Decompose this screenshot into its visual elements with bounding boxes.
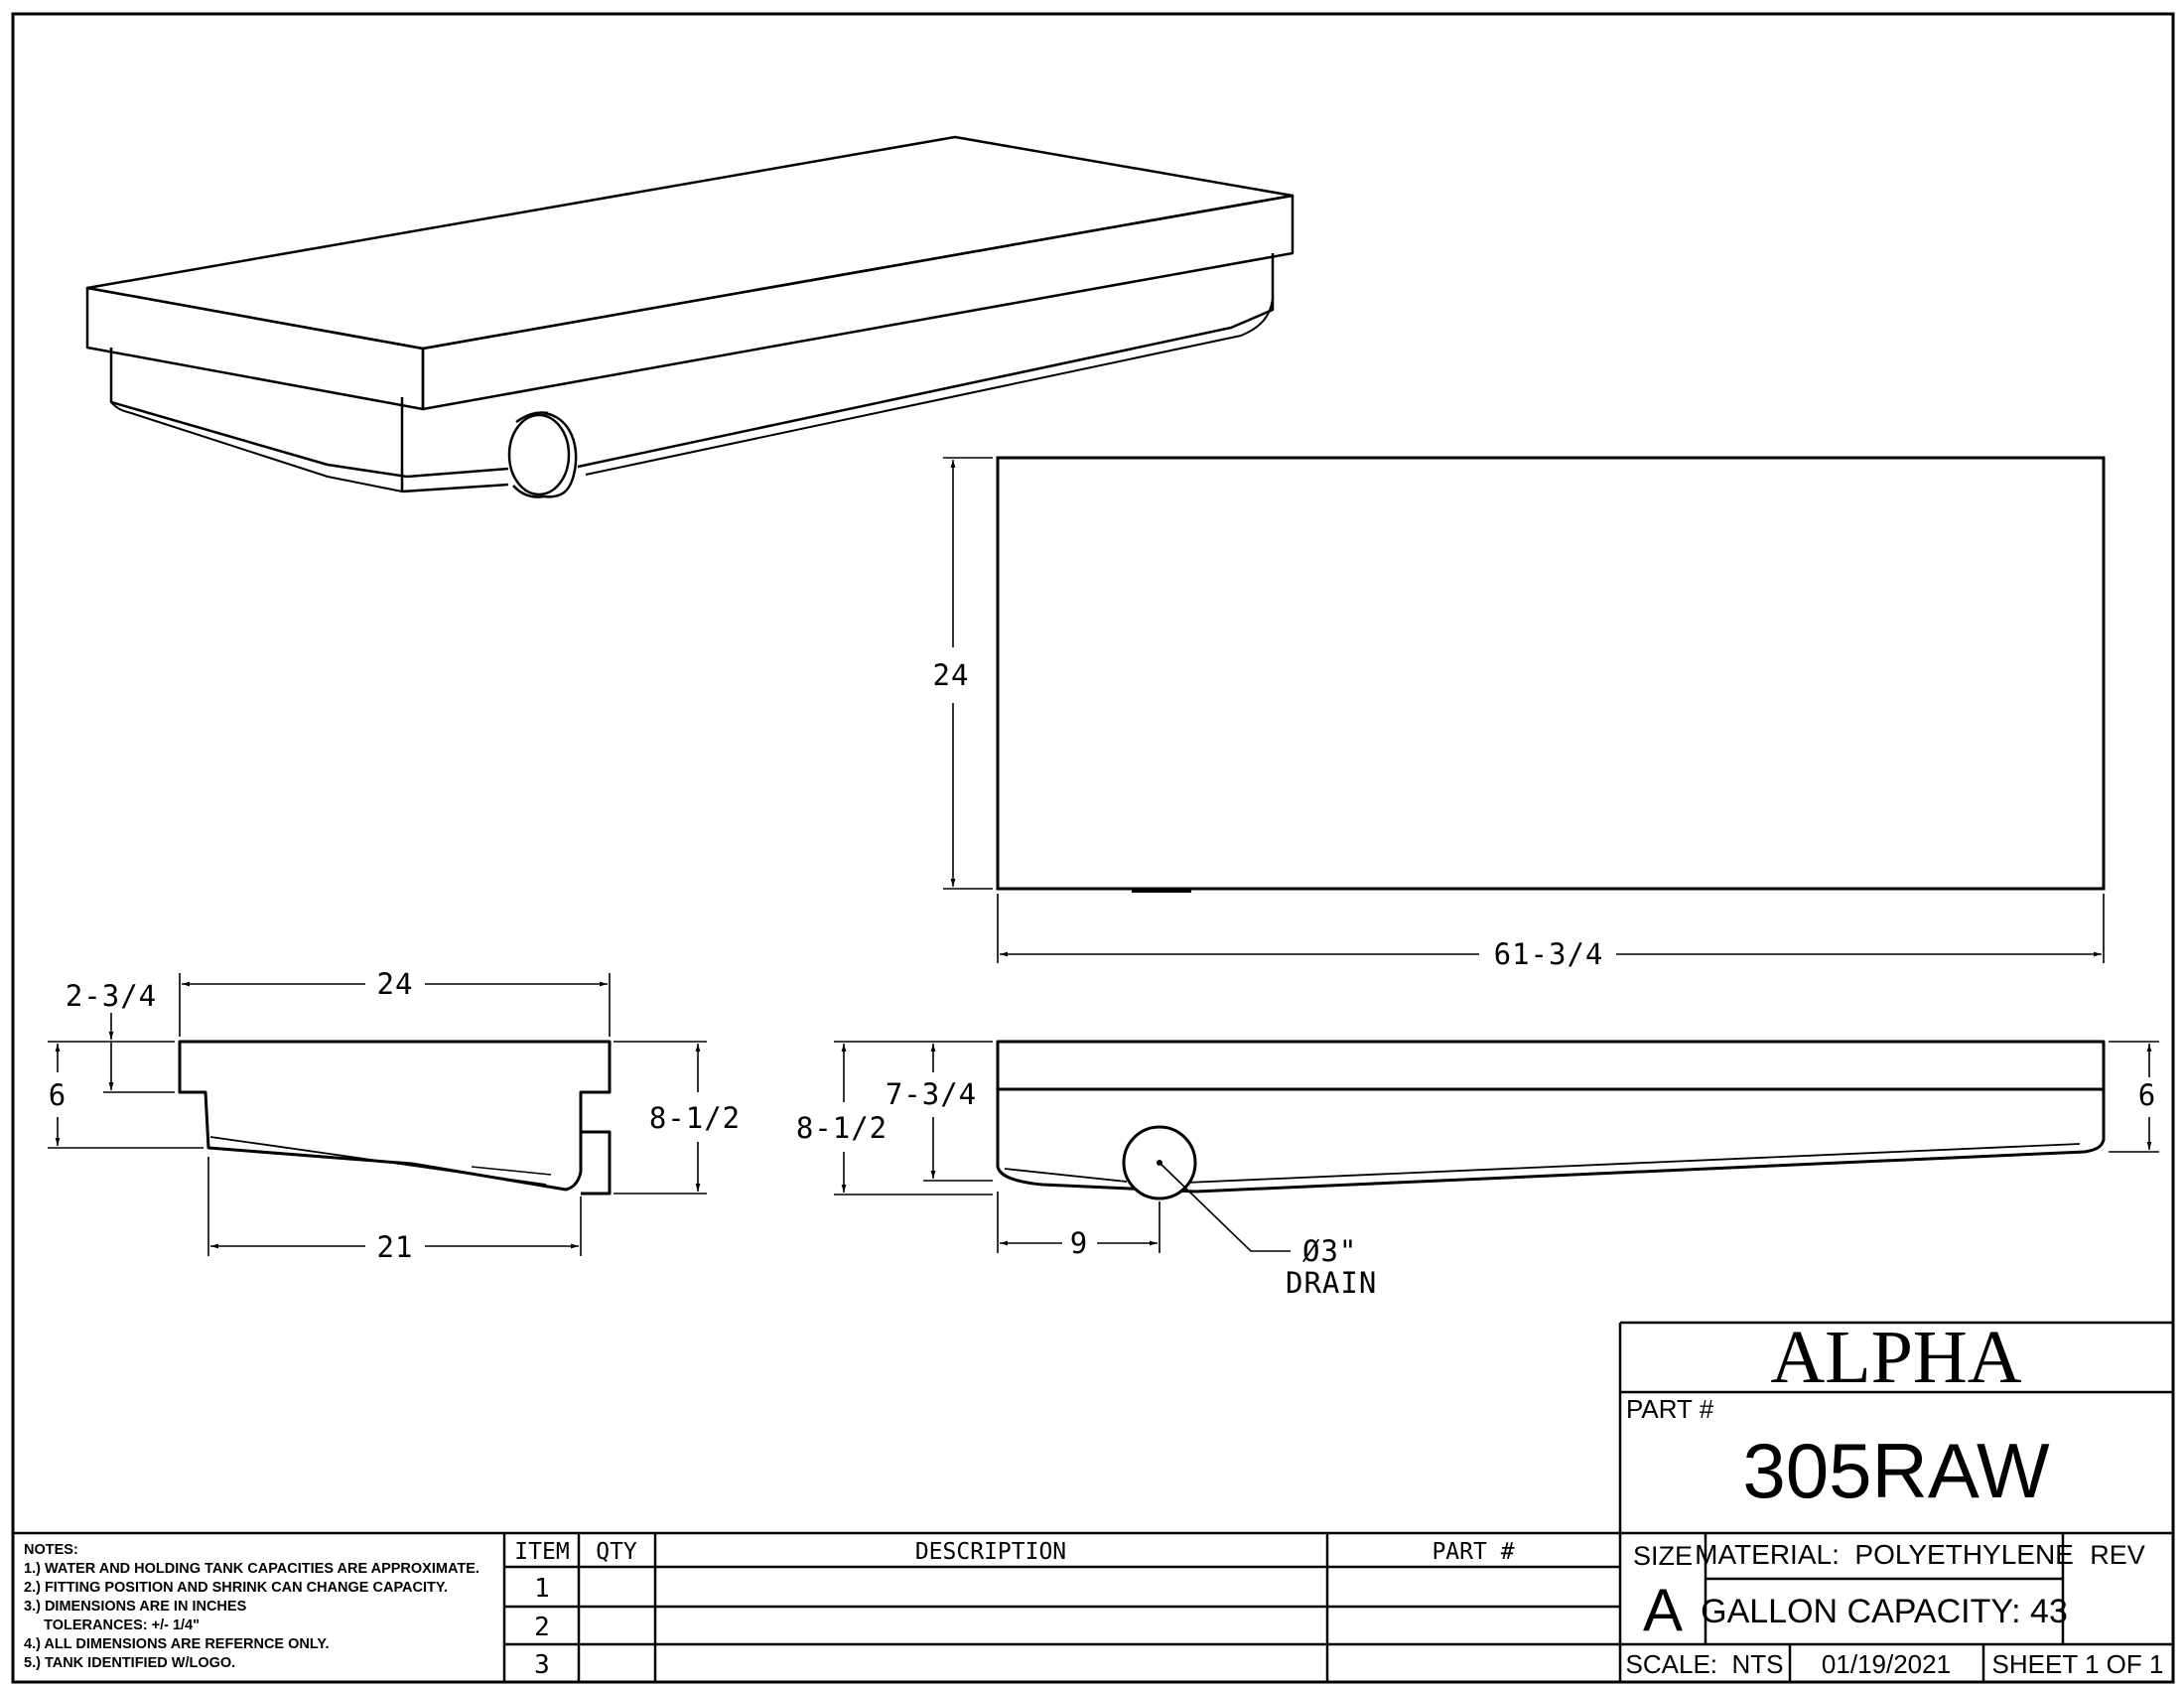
note-line-4: TOLERANCES: +/- 1/4" xyxy=(24,1618,200,1633)
parts-list: ITEM QTY DESCRIPTION PART # 1 2 3 xyxy=(514,1539,1514,1680)
top-view-height-dim: 24 xyxy=(933,658,970,692)
parts-row-item-3: 3 xyxy=(534,1650,550,1680)
title-block: ALPHA PART # 305RAW SIZE A MATERIAL: POL… xyxy=(1626,1316,2164,1679)
side-view-side-dim: 6 xyxy=(2138,1078,2156,1112)
end-view-bottom-width-dim: 21 xyxy=(377,1230,414,1264)
notes-heading: NOTES: xyxy=(24,1542,78,1558)
part-number: 305RAW xyxy=(1742,1427,2050,1514)
note-line-1: 1.) WATER AND HOLDING TANK CAPACITIES AR… xyxy=(24,1561,479,1577)
note-line-6: 5.) TANK IDENTIFIED W/LOGO. xyxy=(24,1655,235,1671)
part-label: PART # xyxy=(1626,1394,1714,1424)
end-view: 24 21 2-3/4 6 8-1/2 xyxy=(48,967,741,1264)
iso-drain-fitting xyxy=(507,413,571,496)
parts-row-item-1: 1 xyxy=(534,1574,550,1604)
parts-row-item-2: 2 xyxy=(534,1613,550,1642)
side-view-drain-offset-dim: 9 xyxy=(1070,1226,1088,1260)
side-view: 8-1/2 7-3/4 6 9 Ø3" DRAIN xyxy=(796,1040,2159,1300)
end-view-side-dim: 6 xyxy=(49,1078,67,1112)
parts-header-description: DESCRIPTION xyxy=(915,1539,1066,1565)
note-line-3: 3.) DIMENSIONS ARE IN INCHES xyxy=(24,1599,247,1615)
end-view-overall-dim: 8-1/2 xyxy=(649,1101,741,1135)
size-value: A xyxy=(1643,1577,1683,1643)
note-line-2: 2.) FITTING POSITION AND SHRINK CAN CHAN… xyxy=(24,1580,448,1596)
size-label: SIZE xyxy=(1633,1541,1693,1571)
date-text: 01/19/2021 xyxy=(1822,1649,1951,1679)
parts-header-qty: QTY xyxy=(596,1539,637,1565)
side-view-overall-dim: 8-1/2 xyxy=(796,1111,887,1145)
notes-block: NOTES: 1.) WATER AND HOLDING TANK CAPACI… xyxy=(24,1542,479,1671)
scale-text: SCALE: NTS xyxy=(1626,1649,1784,1679)
company-name: ALPHA xyxy=(1770,1316,2021,1399)
drain-label-callout: DRAIN xyxy=(1286,1266,1377,1300)
rev-label: REV xyxy=(2090,1540,2145,1570)
end-view-top-width-dim: 24 xyxy=(377,967,414,1001)
material-text: MATERIAL: POLYETHYLENE xyxy=(1695,1539,2074,1570)
side-view-inner-dim: 7-3/4 xyxy=(886,1077,977,1111)
sheet-border xyxy=(11,12,2175,1684)
top-view: 24 61-3/4 xyxy=(933,456,2106,971)
parts-header-item: ITEM xyxy=(514,1539,569,1565)
sheet-text: SHEET 1 OF 1 xyxy=(1992,1649,2164,1679)
note-line-5: 4.) ALL DIMENSIONS ARE REFERNCE ONLY. xyxy=(24,1636,330,1652)
drain-size-callout: Ø3" xyxy=(1302,1234,1357,1268)
isometric-view xyxy=(85,135,1295,498)
parts-header-part: PART # xyxy=(1432,1539,1514,1565)
bottom-tables xyxy=(13,1321,2173,1682)
capacity-text: GALLON CAPACITY: 43 xyxy=(1701,1593,2068,1630)
end-view-lip-dim: 2-3/4 xyxy=(66,979,157,1013)
top-view-width-dim: 61-3/4 xyxy=(1494,937,1604,971)
